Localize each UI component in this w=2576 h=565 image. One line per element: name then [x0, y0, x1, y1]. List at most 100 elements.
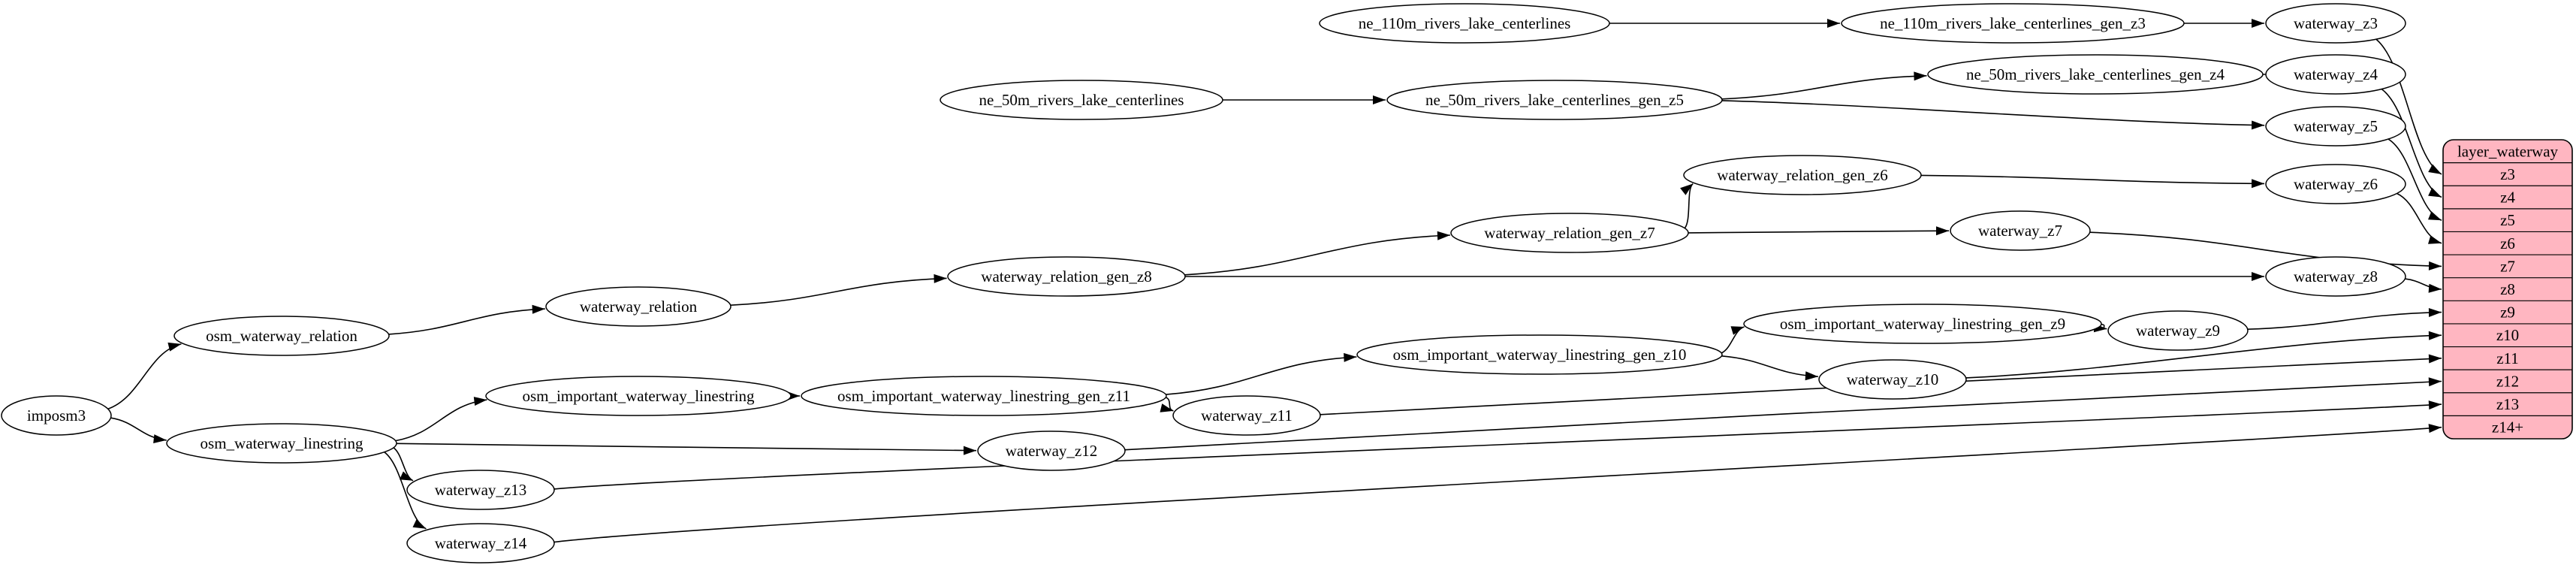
layer-waterway-table: layer_waterwayz3z4z5z6z7z8z9z10z11z12z13… [2442, 139, 2573, 440]
waterway_z7-label: waterway_z7 [1978, 222, 2062, 240]
arrowhead-icon [1160, 403, 1174, 412]
edge-waterway_z7-to-layer_waterway-z7 [2089, 231, 2442, 267]
imposm3-label: imposm3 [27, 406, 86, 425]
waterway_relation-label: waterway_relation [580, 298, 698, 316]
node-ne_110m_rivers_lake_centerlines_gen_z3: ne_110m_rivers_lake_centerlines_gen_z3 [1841, 3, 2185, 44]
ne_110m_rivers_lake_centerlines_gen_z3-label: ne_110m_rivers_lake_centerlines_gen_z3 [1880, 14, 2146, 32]
node-waterway_z8: waterway_z8 [2265, 256, 2406, 297]
arrowhead-icon [400, 471, 413, 481]
arrowhead-icon [1936, 226, 1949, 236]
edge-waterway_z9-to-layer_waterway-z9 [2247, 311, 2442, 330]
layer-row-z5: z5 [2500, 211, 2515, 229]
waterway_z11-ellipse [1172, 395, 1321, 436]
arrowhead-icon [2428, 308, 2442, 317]
arrowhead-icon [2428, 235, 2442, 244]
waterway_z8-ellipse [2265, 256, 2406, 297]
node-waterway_relation_gen_z8: waterway_relation_gen_z8 [947, 256, 1186, 297]
layer-row-z11: z11 [2496, 349, 2519, 367]
ne_110m_rivers_lake_centerlines-ellipse [1319, 3, 1610, 44]
node-osm_important_waterway_linestring_gen_z10: osm_important_waterway_linestring_gen_z1… [1356, 334, 1723, 375]
osm_important_waterway_linestring_gen_z9-ellipse [1743, 304, 2102, 344]
arrowhead-icon [2428, 211, 2442, 221]
arrowhead-icon [934, 273, 947, 283]
osm_important_waterway_linestring_gen_z11-ellipse [801, 376, 1167, 416]
edge-osm_waterway_linestring-to-waterway_z12 [396, 443, 977, 452]
waterway_z5-label: waterway_z5 [2294, 117, 2378, 135]
edge-osm_important_waterway_linestring_gen_z11-to-osm_important_waterway_linestring_gen_z10 [1166, 356, 1357, 395]
waterway_z14-ellipse [406, 523, 555, 563]
edge-osm_important_waterway_linestring_gen_z10-to-waterway_z10 [1721, 355, 1818, 377]
layer-row-z9: z9 [2500, 304, 2515, 322]
layer-row-z13: z13 [2496, 395, 2519, 413]
waterway_z3-ellipse [2265, 3, 2406, 44]
arrowhead-icon [2428, 400, 2442, 410]
edge-waterway_z10-to-layer_waterway-z10 [1965, 334, 2442, 379]
node-waterway_z4: waterway_z4 [2265, 54, 2406, 95]
ne_50m_rivers_lake_centerlines_gen_z4-ellipse [1927, 54, 2264, 95]
node-imposm3: imposm3 [1, 395, 112, 436]
node-waterway_z6: waterway_z6 [2265, 164, 2406, 204]
arrowhead-icon [1344, 352, 1357, 362]
waterway_relation_gen_z8-label: waterway_relation_gen_z8 [981, 267, 1151, 286]
node-osm_important_waterway_linestring: osm_important_waterway_linestring [485, 376, 792, 416]
node-osm_important_waterway_linestring_gen_z11: osm_important_waterway_linestring_gen_z1… [801, 376, 1167, 416]
osm_waterway_relation-label: osm_waterway_relation [206, 327, 357, 345]
arrowhead-icon [964, 446, 976, 455]
ne_50m_rivers_lake_centerlines-ellipse [940, 80, 1223, 120]
arrowhead-icon [532, 304, 545, 314]
node-osm_waterway_linestring: osm_waterway_linestring [166, 423, 397, 464]
osm_waterway_linestring-label: osm_waterway_linestring [201, 434, 363, 452]
edge-osm_waterway_linestring-to-osm_important_waterway_linestring [395, 399, 487, 442]
arrowhead-icon [167, 342, 182, 352]
layer-waterway-table-body [2442, 139, 2573, 440]
waterway_z10-ellipse [1818, 359, 1967, 400]
osm_important_waterway_linestring_gen_z11-label: osm_important_waterway_linestring_gen_z1… [837, 387, 1130, 405]
node-ne_110m_rivers_lake_centerlines: ne_110m_rivers_lake_centerlines [1319, 3, 1610, 44]
arrowhead-icon [1730, 326, 1745, 335]
arrowhead-icon [2428, 331, 2442, 340]
waterway_z5-ellipse [2265, 106, 2406, 147]
ne_110m_rivers_lake_centerlines_gen_z3-ellipse [1841, 3, 2185, 44]
arrowhead-icon [2428, 377, 2442, 387]
node-waterway_z11: waterway_z11 [1172, 395, 1321, 436]
waterway_z12-label: waterway_z12 [1006, 442, 1097, 460]
arrowhead-icon [2428, 261, 2442, 270]
waterway_relation_gen_z7-label: waterway_relation_gen_z7 [1484, 224, 1654, 242]
node-waterway_z3: waterway_z3 [2265, 3, 2406, 44]
waterway_z4-ellipse [2265, 54, 2406, 95]
osm_waterway_linestring-ellipse [166, 423, 397, 464]
layer-row-z4: z4 [2500, 189, 2515, 207]
arrowhead-icon [1914, 71, 1927, 81]
node-waterway_z13: waterway_z13 [406, 470, 555, 510]
node-waterway_z5: waterway_z5 [2265, 106, 2406, 147]
edge-ne_50m_rivers_lake_centerlines_gen_z5-to-ne_50m_rivers_lake_centerlines_gen_z4 [1721, 75, 1927, 100]
arrowhead-icon [2428, 424, 2442, 434]
ne_50m_rivers_lake_centerlines_gen_z5-label: ne_50m_rivers_lake_centerlines_gen_z5 [1425, 91, 1684, 109]
edge-waterway_relation_gen_z8-to-waterway_relation_gen_z7 [1184, 234, 1450, 276]
edge-waterway_z3-to-layer_waterway-z3 [2375, 38, 2442, 175]
ne_50m_rivers_lake_centerlines_gen_z5-ellipse [1386, 80, 1723, 120]
edge-ne_50m_rivers_lake_centerlines_gen_z5-to-waterway_z5 [1721, 100, 2265, 126]
imposm3-ellipse [1, 395, 112, 436]
arrowhead-icon [1373, 95, 1386, 104]
node-layer: imposm3 osm_waterway_relation osm_waterway… [1, 3, 2406, 563]
layer-row-z6: z6 [2500, 234, 2515, 252]
waterway_z7-ellipse [1950, 210, 2091, 251]
arrowhead-icon [1437, 231, 1450, 240]
waterway_z6-label: waterway_z6 [2294, 175, 2378, 193]
waterway_z14-label: waterway_z14 [435, 534, 527, 552]
layer-row-z10: z10 [2496, 326, 2519, 344]
arrowhead-icon [1827, 19, 1840, 28]
arrowhead-icon [2428, 164, 2442, 174]
arrowhead-icon [2428, 283, 2442, 293]
arrowhead-icon [2252, 272, 2264, 281]
waterway_relation_gen_z6-ellipse [1683, 155, 1922, 195]
waterway_z10-label: waterway_z10 [1847, 370, 1938, 388]
edge-waterway_relation-to-waterway_relation_gen_z8 [730, 277, 947, 306]
arrowhead-icon [2252, 179, 2264, 189]
arrowhead-icon [1805, 371, 1818, 381]
waterway_z3-label: waterway_z3 [2294, 14, 2378, 32]
arrowhead-icon [2428, 354, 2442, 364]
edge-imposm3-to-osm_waterway_relation [107, 343, 182, 410]
